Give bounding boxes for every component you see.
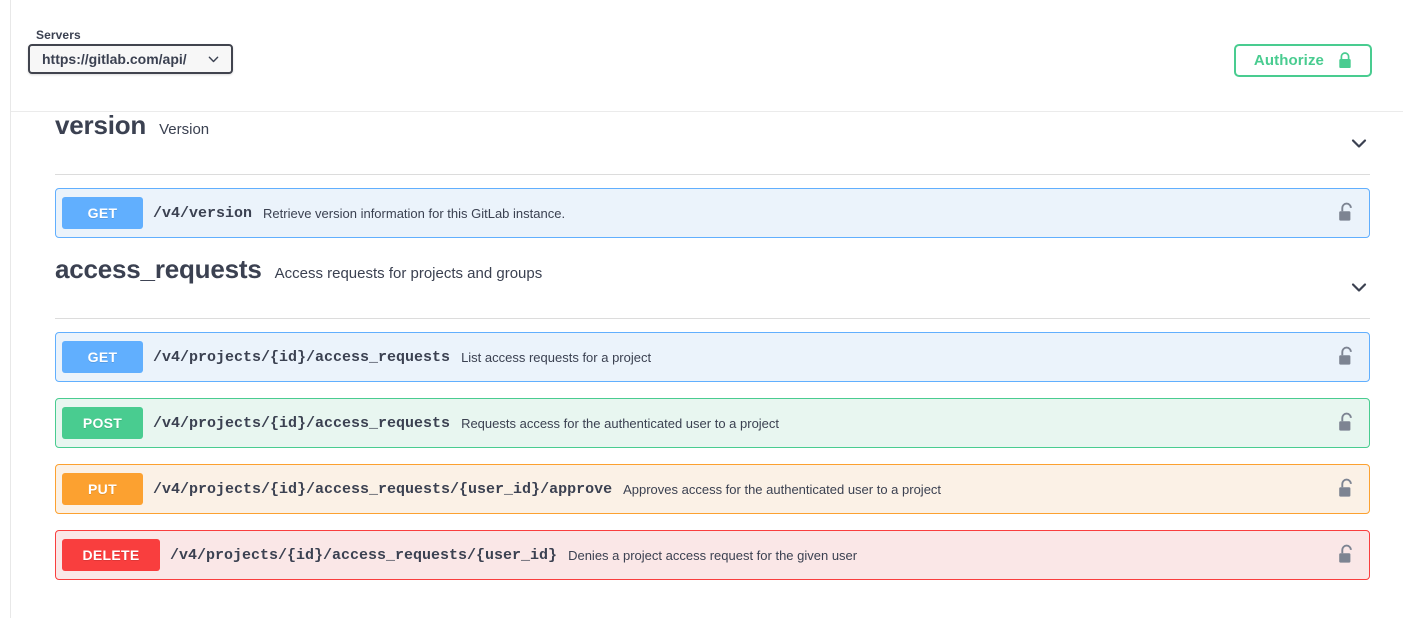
operation-list-access-requests: GET /v4/projects/{id}/access_requests Li… [11,319,1403,580]
authorize-button[interactable]: Authorize [1233,44,1372,77]
tag-description: Version [159,121,210,138]
lock-open-icon[interactable] [1337,478,1356,500]
server-select-value: https://gitlab.com/api/ [42,51,187,67]
servers-selector-group: Servers https://gitlab.com/api/ [28,28,233,74]
operation-path: /v4/projects/{id}/access_requests/{user_… [153,480,613,498]
operation-summary: Retrieve version information for this Gi… [263,205,566,221]
authorize-button-label: Authorize [1253,52,1324,69]
operation-row[interactable]: POST /v4/projects/{id}/access_requests R… [55,398,1370,448]
lock-closed-icon [1338,52,1352,69]
tag-divider [55,318,1370,319]
operation-row[interactable]: GET /v4/version Retrieve version informa… [55,188,1370,238]
chevron-down-icon[interactable] [1346,130,1372,156]
operation-path: /v4/projects/{id}/access_requests [153,414,451,432]
operation-method-badge: DELETE [62,539,160,571]
operation-method-badge: PUT [62,473,143,505]
tag-header-version[interactable]: version Version [11,112,1403,174]
tag-name: access_requests [55,254,262,284]
operation-summary: Denies a project access request for the … [568,547,858,563]
tag-divider [55,174,1370,175]
operation-path: /v4/projects/{id}/access_requests [153,348,451,366]
lock-open-icon[interactable] [1337,544,1356,566]
page-left-border [10,0,11,618]
operation-path: /v4/version [153,204,253,222]
server-select[interactable]: https://gitlab.com/api/ [28,44,233,74]
operation-summary: List access requests for a project [461,349,652,365]
lock-open-icon[interactable] [1337,346,1356,368]
operation-method-badge: POST [62,407,143,439]
tag-description: Access requests for projects and groups [274,265,543,282]
operation-summary: Requests access for the authenticated us… [461,415,780,431]
chevron-down-icon [206,52,221,67]
operation-method-badge: GET [62,197,143,229]
operation-path: /v4/projects/{id}/access_requests/{user_… [170,546,558,564]
operation-row[interactable]: PUT /v4/projects/{id}/access_requests/{u… [55,464,1370,514]
lock-open-icon[interactable] [1337,412,1356,434]
operation-summary: Approves access for the authenticated us… [623,481,942,497]
server-bar: Servers https://gitlab.com/api/ Authoriz… [11,0,1403,112]
lock-open-icon[interactable] [1337,202,1356,224]
chevron-down-icon[interactable] [1346,274,1372,300]
operation-method-badge: GET [62,341,143,373]
tag-name: version [55,110,147,140]
tag-section-access-requests: access_requests Access requests for proj… [11,256,1403,580]
operation-row[interactable]: DELETE /v4/projects/{id}/access_requests… [55,530,1370,580]
operation-list-version: GET /v4/version Retrieve version informa… [11,175,1403,238]
operations-content: version Version GET /v4/version Retrieve… [11,112,1403,618]
servers-label: Servers [36,28,81,42]
tag-header-access-requests[interactable]: access_requests Access requests for proj… [11,256,1403,318]
operation-row[interactable]: GET /v4/projects/{id}/access_requests Li… [55,332,1370,382]
tag-section-version: version Version GET /v4/version Retrieve… [11,112,1403,238]
